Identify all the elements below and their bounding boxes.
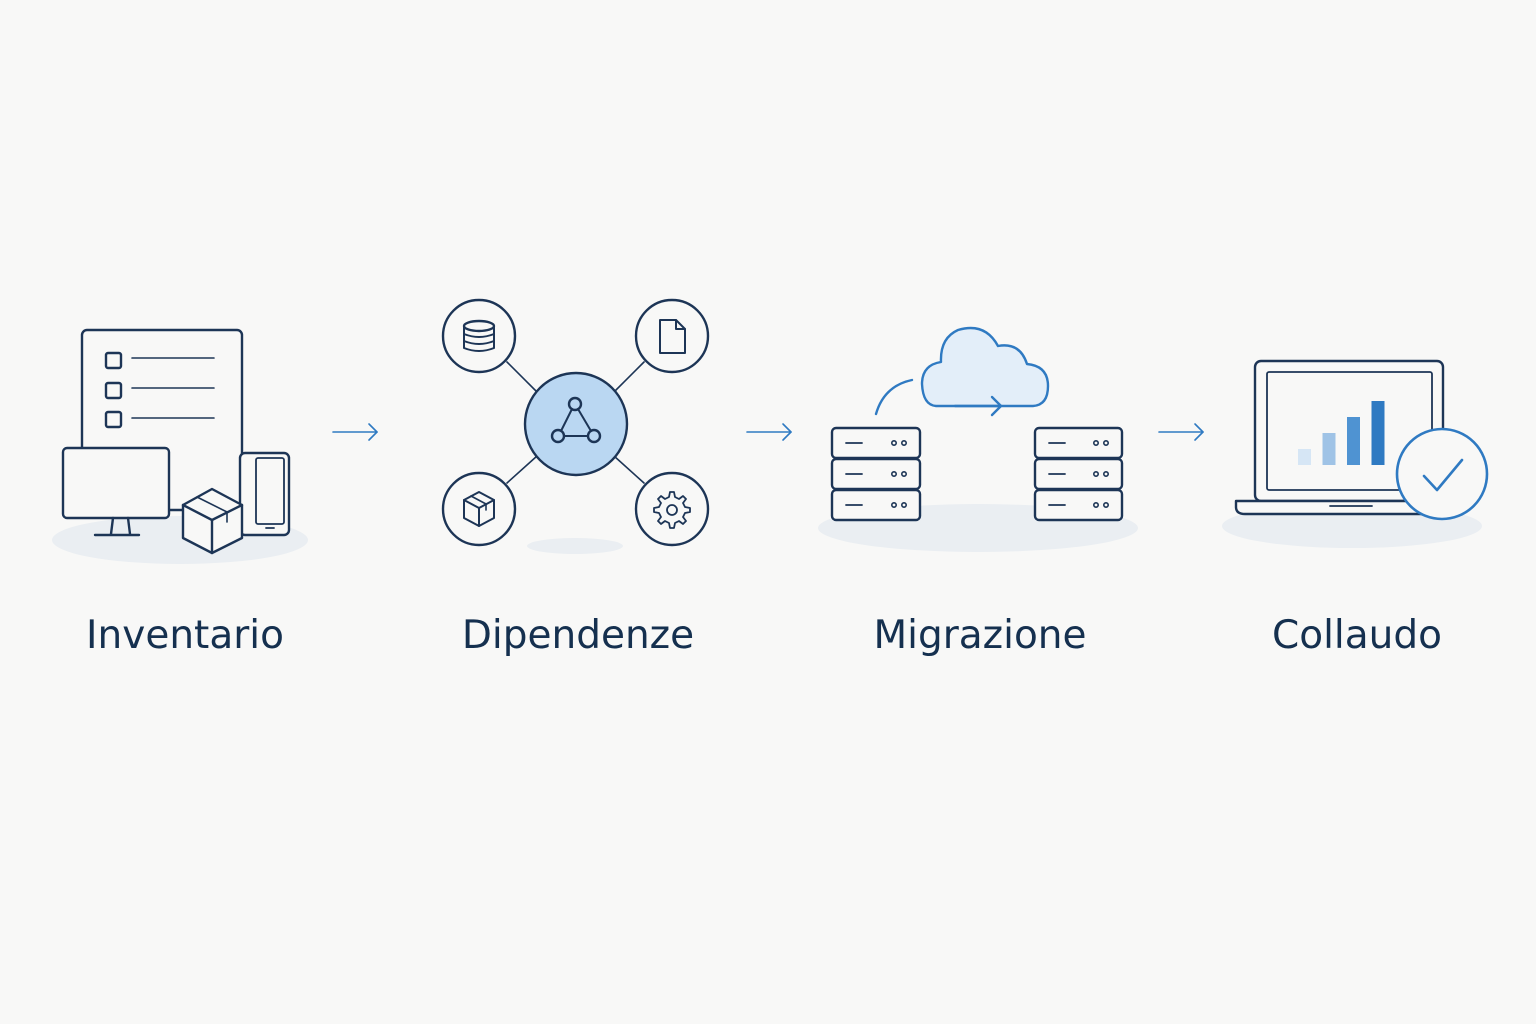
network-hub-icon [523, 371, 629, 477]
cloud-icon [920, 326, 1050, 408]
step-label-inventario: Inventario [86, 613, 284, 658]
check-circle-icon [1395, 427, 1489, 521]
flow-arrow-3 [1158, 423, 1204, 441]
step-2-icon-group [441, 298, 710, 554]
server-stack-icon [1033, 426, 1124, 522]
chart-bar [1371, 401, 1385, 465]
step-label-migrazione: Migrazione [873, 613, 1087, 658]
flow-arrow-1 [332, 423, 378, 441]
package-box-icon [181, 487, 244, 555]
step-label-collaudo: Collaudo [1272, 613, 1442, 658]
step-4-icon-group [1222, 359, 1489, 548]
chart-bar [1298, 449, 1311, 465]
step-3-icon-group [818, 326, 1138, 552]
smartphone-icon [238, 451, 291, 537]
flow-arrow-2 [746, 423, 792, 441]
dependency-links [506, 361, 645, 484]
server-stack-icon [830, 426, 922, 522]
migration-arrow-icon [874, 378, 1003, 417]
package-icon [441, 471, 517, 547]
monitor-icon [61, 446, 171, 537]
document-icon [634, 298, 710, 374]
step-1-icon-group [52, 328, 308, 564]
chart-bar [1322, 433, 1336, 465]
bar-chart-icon [1298, 401, 1385, 465]
chart-bar [1347, 417, 1360, 465]
database-icon [441, 298, 517, 374]
step-label-dipendenze: Dipendenze [461, 613, 695, 658]
gear-icon [634, 471, 710, 547]
step-2-shadow [527, 538, 623, 554]
